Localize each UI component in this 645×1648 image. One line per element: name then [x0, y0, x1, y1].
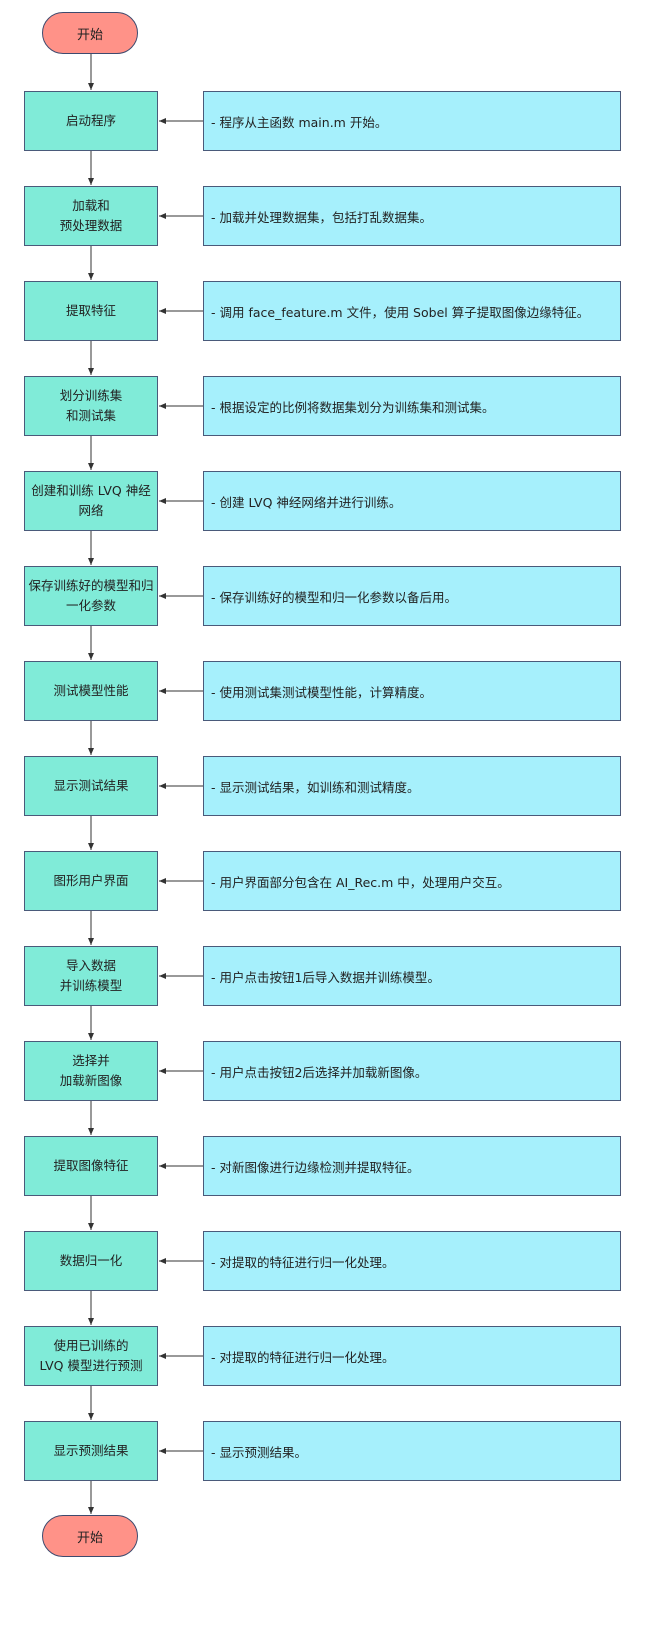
end-terminal: 开始: [42, 1515, 138, 1557]
step-note: - 加载并处理数据集，包括打乱数据集。: [203, 186, 621, 246]
step-note: - 显示预测结果。: [203, 1421, 621, 1481]
step-note: - 保存训练好的模型和归一化参数以备后用。: [203, 566, 621, 626]
step-note: - 对提取的特征进行归一化处理。: [203, 1231, 621, 1291]
process-step: 启动程序: [24, 91, 158, 151]
process-step: 使用已训练的 LVQ 模型进行预测: [24, 1326, 158, 1386]
step-note: - 用户界面部分包含在 AI_Rec.m 中，处理用户交互。: [203, 851, 621, 911]
step-note: - 用户点击按钮2后选择并加载新图像。: [203, 1041, 621, 1101]
step-note: - 对新图像进行边缘检测并提取特征。: [203, 1136, 621, 1196]
end-label: 开始: [76, 1530, 103, 1546]
step-note: - 使用测试集测试模型性能，计算精度。: [203, 661, 621, 721]
process-step: 选择并 加载新图像: [24, 1041, 158, 1101]
process-step: 导入数据 并训练模型: [24, 946, 158, 1006]
start-label: 开始: [76, 27, 103, 43]
process-step: 加载和 预处理数据: [24, 186, 158, 246]
start-terminal: 开始: [42, 12, 138, 54]
step-note: - 显示测试结果，如训练和测试精度。: [203, 756, 621, 816]
process-step: 数据归一化: [24, 1231, 158, 1291]
process-step: 显示预测结果: [24, 1421, 158, 1481]
step-note: - 创建 LVQ 神经网络并进行训练。: [203, 471, 621, 531]
process-step: 测试模型性能: [24, 661, 158, 721]
step-note: - 对提取的特征进行归一化处理。: [203, 1326, 621, 1386]
step-note: - 程序从主函数 main.m 开始。: [203, 91, 621, 151]
process-step: 创建和训练 LVQ 神经 网络: [24, 471, 158, 531]
process-step: 提取特征: [24, 281, 158, 341]
process-step: 保存训练好的模型和归 一化参数: [24, 566, 158, 626]
step-note: - 根据设定的比例将数据集划分为训练集和测试集。: [203, 376, 621, 436]
step-note: - 调用 face_feature.m 文件，使用 Sobel 算子提取图像边缘…: [203, 281, 621, 341]
process-step: 图形用户界面: [24, 851, 158, 911]
process-step: 提取图像特征: [24, 1136, 158, 1196]
process-step: 划分训练集 和测试集: [24, 376, 158, 436]
process-step: 显示测试结果: [24, 756, 158, 816]
step-note: - 用户点击按钮1后导入数据并训练模型。: [203, 946, 621, 1006]
